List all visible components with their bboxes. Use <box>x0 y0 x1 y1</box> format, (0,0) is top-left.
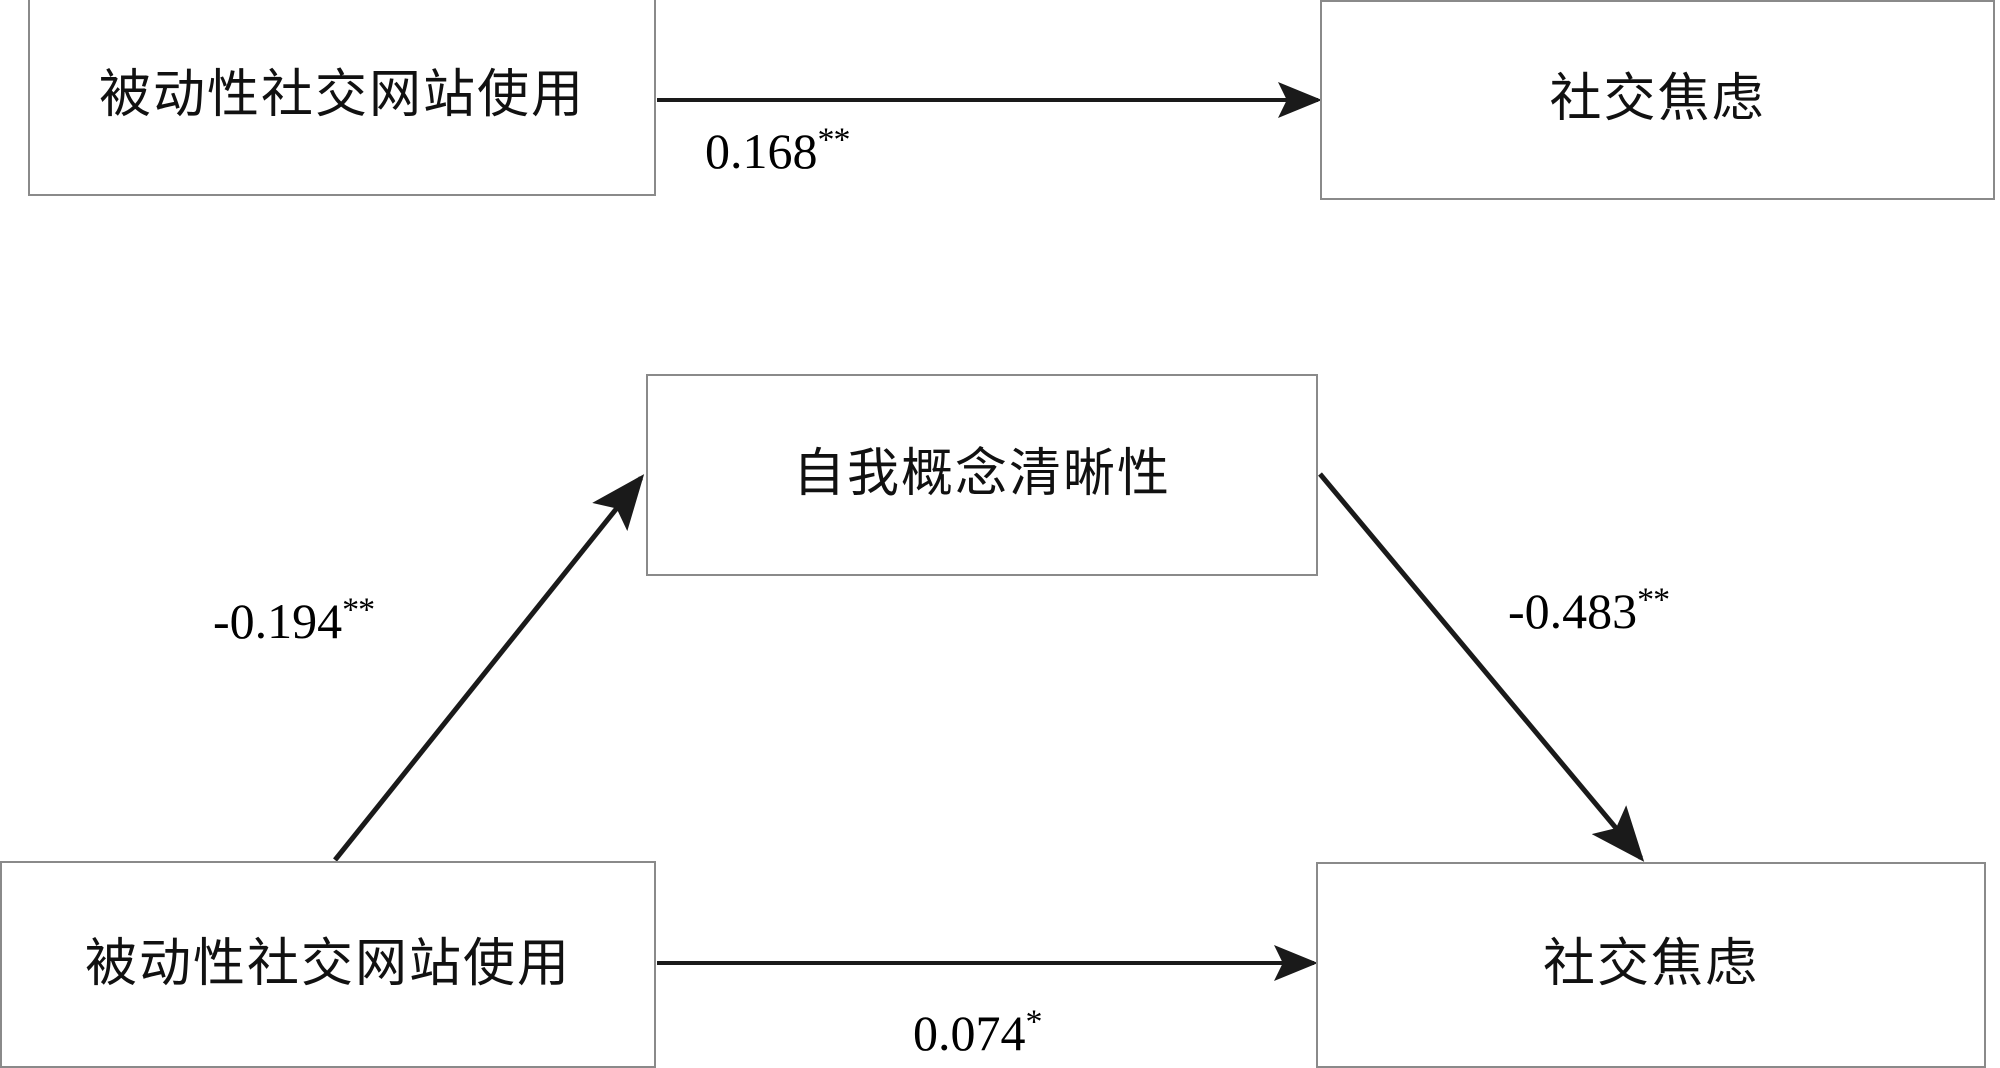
node-mediator: 自我概念清晰性 <box>646 374 1318 576</box>
path-coefficient-a-value: -0.194 <box>213 593 343 649</box>
path-coefficient-c: 0.168** <box>705 123 851 179</box>
path-coefficient-c-prime-value: 0.074 <box>913 1005 1026 1061</box>
path-coefficient-b-value: -0.483 <box>1508 583 1638 639</box>
node-bottom-predictor: 被动性社交网站使用 <box>0 861 656 1068</box>
arrow-b-path <box>1318 472 1645 862</box>
node-mediator-label: 自我概念清晰性 <box>792 446 1171 503</box>
path-significance-b: ** <box>1637 581 1670 619</box>
arrow-a-path <box>333 474 645 862</box>
node-top-outcome-label: 社交焦虑 <box>1549 71 1766 128</box>
path-coefficient-c-prime: 0.074* <box>913 1005 1043 1061</box>
node-bottom-predictor-label: 被动性社交网站使用 <box>84 935 571 993</box>
node-top-predictor-label: 被动性社交网站使用 <box>98 67 585 124</box>
node-top-predictor: 被动性社交网站使用 <box>28 0 656 196</box>
path-coefficient-a: -0.194** <box>213 593 375 649</box>
path-significance-a: ** <box>342 591 375 629</box>
path-coefficient-b: -0.483** <box>1508 583 1670 639</box>
path-coefficient-c-value: 0.168 <box>705 123 818 179</box>
node-bottom-outcome-label: 社交焦虑 <box>1542 936 1759 993</box>
node-top-outcome: 社交焦虑 <box>1320 0 1995 200</box>
path-significance-c-prime: * <box>1025 1003 1043 1041</box>
node-bottom-outcome: 社交焦虑 <box>1316 862 1986 1068</box>
path-significance-c: ** <box>817 121 851 159</box>
